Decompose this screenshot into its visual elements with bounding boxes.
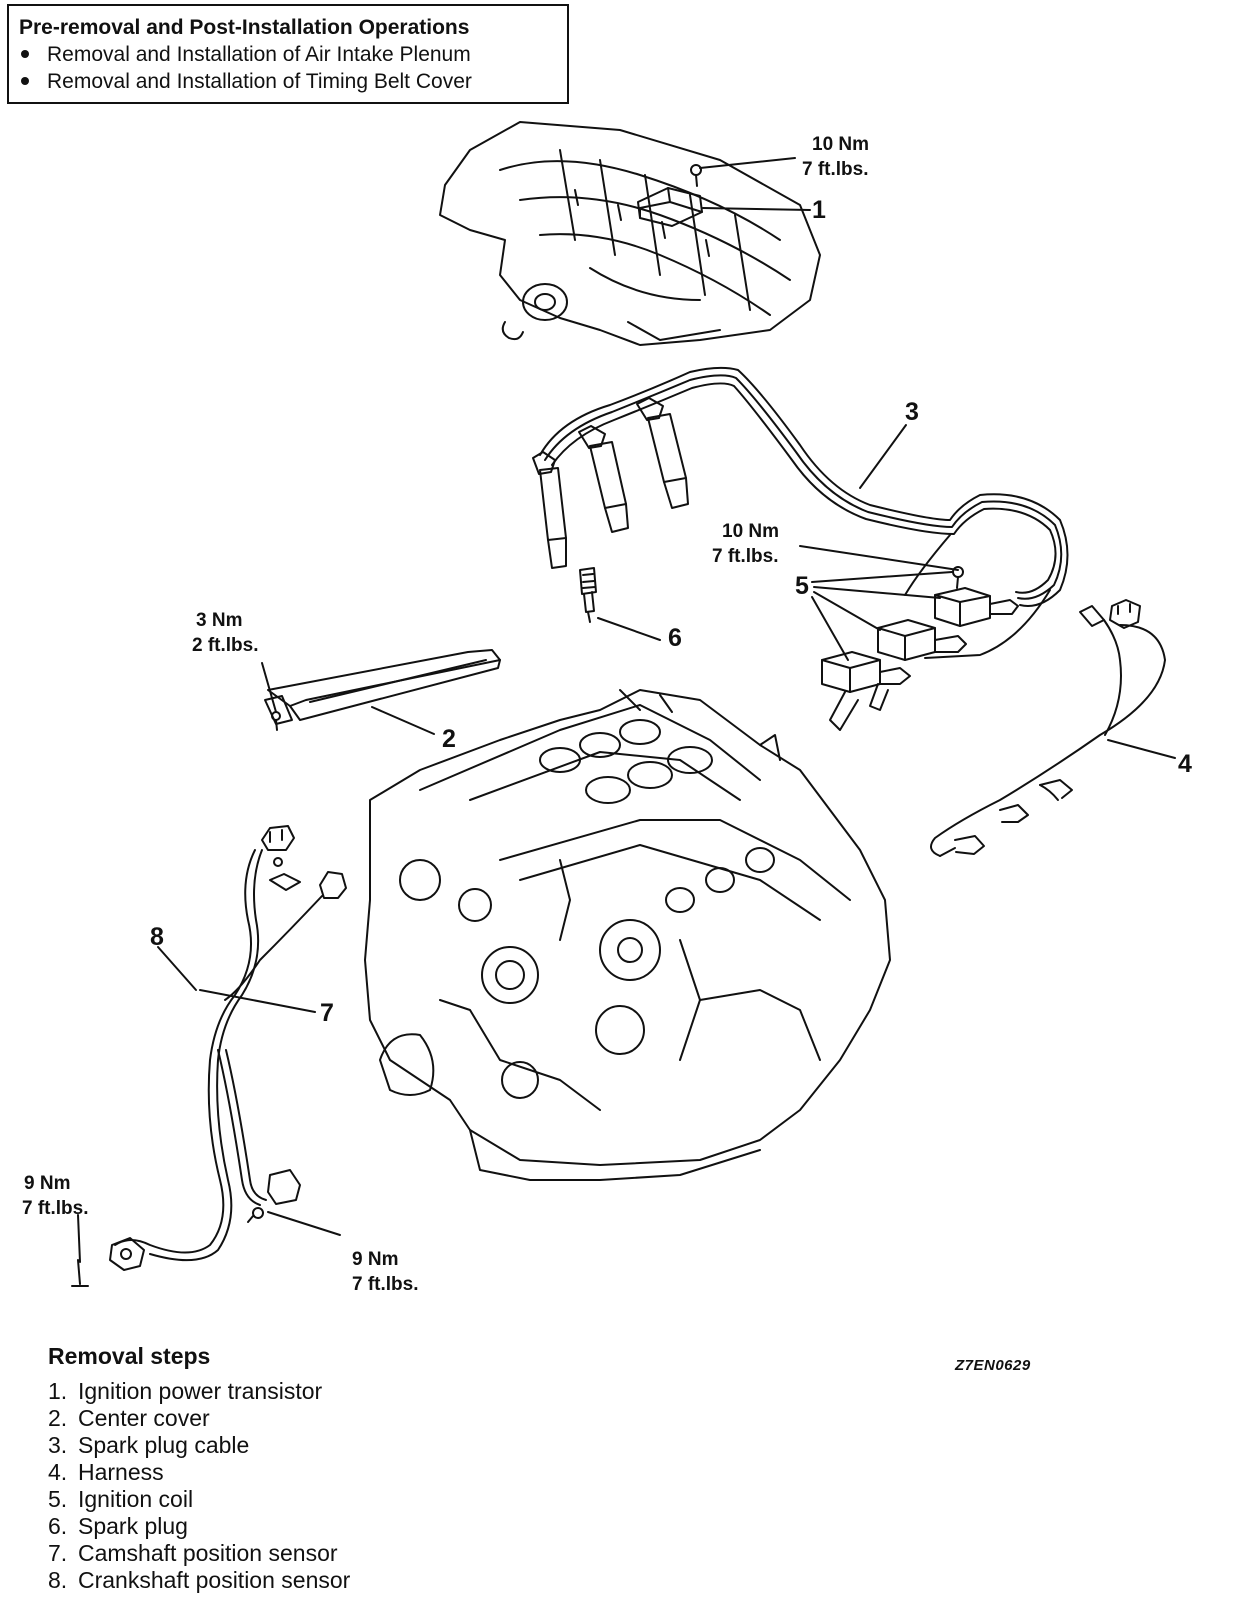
leader-line	[811, 596, 849, 661]
ignition-power-transistor	[637, 164, 703, 227]
callout-6: 6	[668, 624, 682, 652]
removal-steps-title: Removal steps	[48, 1343, 211, 1369]
callout-3: 3	[905, 398, 919, 426]
leader-line	[77, 1214, 81, 1263]
operations-box: Pre-removal and Post-Installation Operat…	[7, 4, 569, 104]
removal-step: 5.Ignition coil	[48, 1486, 194, 1512]
operation-item: Removal and Installation of Timing Belt …	[19, 68, 557, 95]
leader-line	[261, 662, 277, 713]
leader-line	[199, 989, 316, 1013]
torque-nm-label: 3 Nm	[196, 610, 242, 631]
harness	[930, 599, 1166, 857]
callout-4: 4	[1178, 750, 1192, 778]
removal-step: 4.Harness	[48, 1459, 164, 1485]
leader-line	[1107, 739, 1176, 759]
removal-step: 8.Crankshaft position sensor	[48, 1567, 351, 1593]
leader-line	[157, 946, 197, 991]
torque-ftlbs-label: 7 ft.lbs.	[802, 159, 869, 180]
position-sensors-wiring	[71, 825, 347, 1287]
torque-ftlbs-label: 2 ft.lbs.	[192, 635, 259, 656]
leader-line	[267, 1211, 341, 1236]
leader-line	[813, 586, 941, 599]
removal-step: 6.Spark plug	[48, 1513, 188, 1539]
ignition-coil-assembly	[821, 566, 1019, 731]
removal-step: 2.Center cover	[48, 1405, 210, 1431]
leader-line	[799, 545, 959, 571]
callout-1: 1	[812, 196, 826, 224]
bullet-icon	[21, 77, 29, 85]
leader-line	[597, 617, 661, 641]
torque-nm-label: 10 Nm	[812, 134, 869, 155]
removal-steps: Removal steps 1.Ignition power transisto…	[48, 1343, 350, 1594]
callout-2: 2	[442, 725, 456, 753]
spark-plug	[579, 567, 597, 623]
removal-step: 3.Spark plug cable	[48, 1432, 250, 1458]
figure-id: Z7EN0629	[955, 1357, 1031, 1374]
removal-step: 7.Camshaft position sensor	[48, 1540, 338, 1566]
intake-plenum-illustration	[439, 121, 821, 346]
torque-ftlbs-label: 7 ft.lbs.	[22, 1198, 89, 1219]
torque-nm-label: 9 Nm	[352, 1249, 398, 1270]
spark-plug-cable-set	[532, 366, 1069, 659]
bullet-icon	[21, 50, 29, 58]
engine-block	[364, 689, 891, 1181]
center-cover	[264, 649, 501, 731]
removal-step: 1.Ignition power transistor	[48, 1378, 323, 1404]
torque-nm-label: 10 Nm	[722, 521, 779, 542]
leader-line	[702, 207, 811, 211]
callout-8: 8	[150, 923, 164, 951]
leader-line	[699, 157, 796, 169]
torque-nm-label: 9 Nm	[24, 1173, 70, 1194]
operation-item: Removal and Installation of Air Intake P…	[19, 41, 557, 68]
callout-5: 5	[795, 572, 809, 600]
leader-line	[371, 706, 435, 735]
callout-7: 7	[320, 999, 334, 1027]
leader-line	[811, 571, 953, 583]
torque-ftlbs-label: 7 ft.lbs.	[352, 1274, 419, 1295]
torque-ftlbs-label: 7 ft.lbs.	[712, 546, 779, 567]
operations-title: Pre-removal and Post-Installation Operat…	[19, 16, 470, 39]
leader-line	[813, 591, 881, 631]
leader-line	[859, 424, 907, 489]
